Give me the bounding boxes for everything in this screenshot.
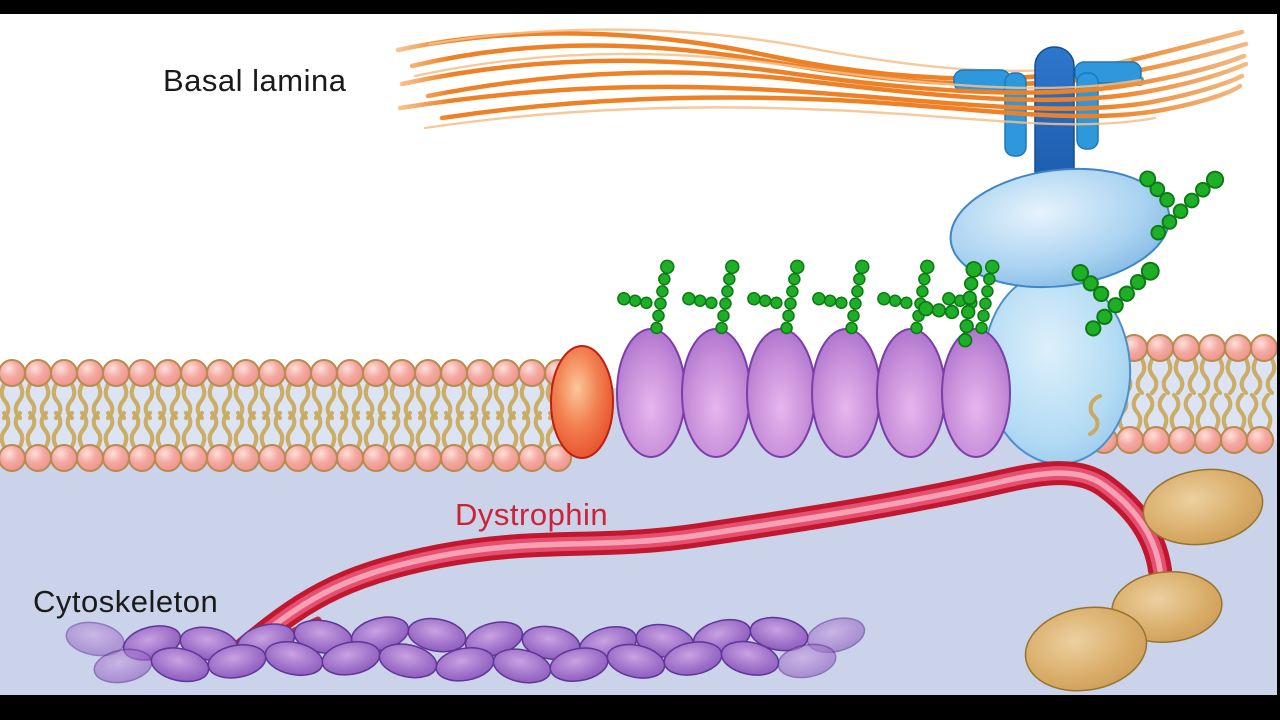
lipid-bilayer-left <box>0 359 572 472</box>
letterbox-top <box>0 0 1280 14</box>
glycan-chain <box>877 259 935 335</box>
dystroglycan-complex <box>949 167 1171 465</box>
glycan-chain <box>918 261 983 348</box>
basal-lamina-label: Basal lamina <box>163 63 347 98</box>
membrane-protein-red <box>550 345 614 459</box>
glycan-chains <box>617 170 1225 348</box>
actin-filament <box>65 616 866 684</box>
letterbox-bottom <box>0 695 1280 720</box>
syntrophin-ovals <box>1024 468 1264 692</box>
glycan-chain <box>812 259 870 335</box>
glycan-chain <box>617 259 675 335</box>
glycan-chain <box>747 259 805 335</box>
dystrophin-label: Dystrophin <box>455 497 609 532</box>
basal-lamina-fibers-front <box>397 52 1249 130</box>
letterbox-right <box>1277 0 1280 720</box>
glycan-chain <box>1071 261 1160 337</box>
glycan-chain <box>1139 170 1225 241</box>
cytoskeleton-label: Cytoskeleton <box>33 584 219 619</box>
glycan-chain <box>682 259 740 335</box>
